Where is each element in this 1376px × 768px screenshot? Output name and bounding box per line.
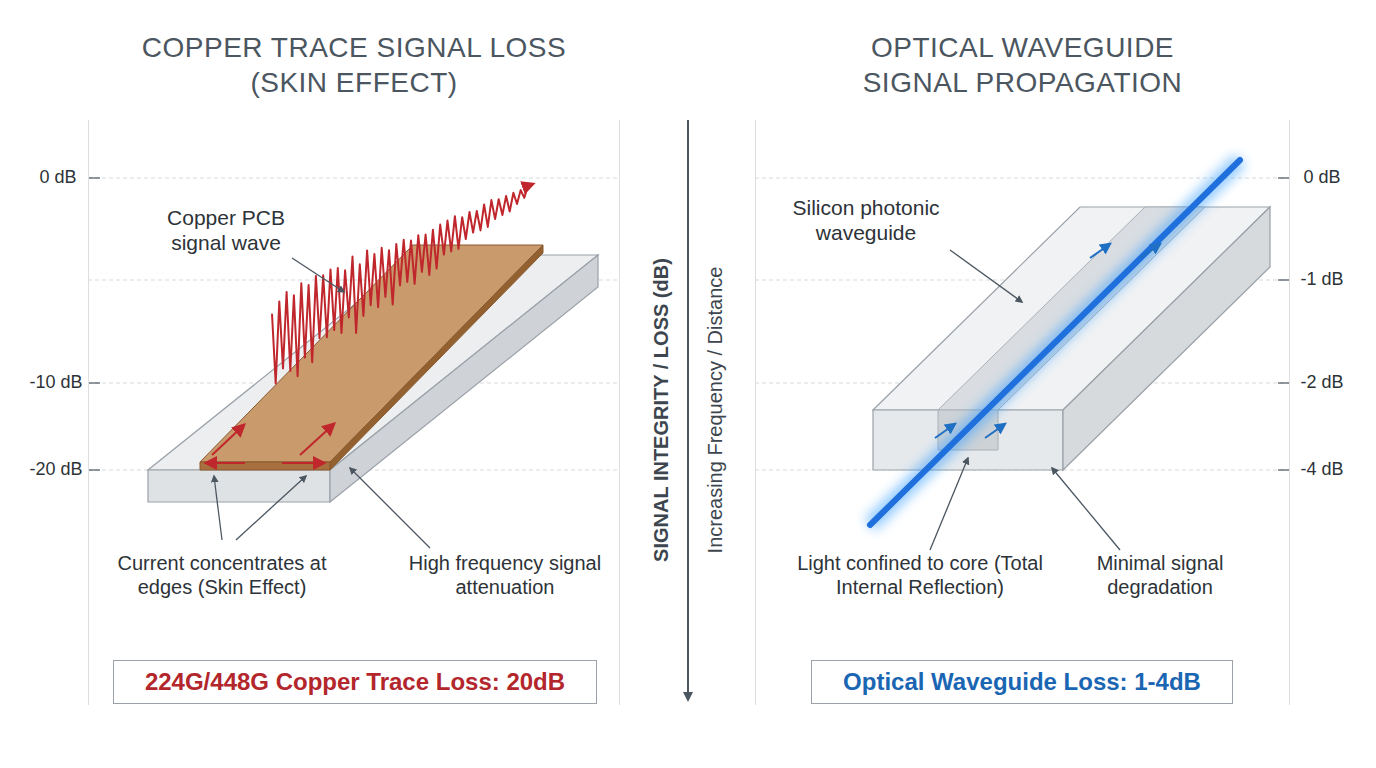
axis-label: Increasing Frequency / Distance xyxy=(703,190,727,630)
callout-label: Minimal signal degradation xyxy=(1070,551,1250,599)
current-arrow xyxy=(206,424,334,463)
callout-label: High frequency signal attenuation xyxy=(400,551,610,599)
panel-heading: COPPER TRACE SIGNAL LOSS (SKIN EFFECT) xyxy=(114,30,594,100)
callout-label: Light confined to core (Total Internal R… xyxy=(785,551,1055,599)
waveguide-block xyxy=(873,207,1270,470)
axis-arrow xyxy=(687,120,689,700)
copper-trace xyxy=(200,245,543,470)
tick-label: -1 dB xyxy=(1287,269,1357,291)
loss-box: 224G/448G Copper Trace Loss: 20dB xyxy=(113,660,597,704)
loss-box: Optical Waveguide Loss: 1-4dB xyxy=(811,660,1233,704)
loss-value: 224G/448G Copper Trace Loss: 20dB xyxy=(145,668,565,696)
tick-label: 0 dB xyxy=(1287,167,1357,189)
tick-label: 0 dB xyxy=(18,167,98,189)
callout-label: Copper PCB signal wave xyxy=(151,205,301,255)
callout-label: Silicon photonic waveguide xyxy=(781,195,951,245)
tick-label: -20 dB xyxy=(16,459,96,481)
tick-label: -4 dB xyxy=(1287,459,1357,481)
panel-heading: OPTICAL WAVEGUIDE SIGNAL PROPAGATION xyxy=(833,30,1213,100)
loss-value: Optical Waveguide Loss: 1-4dB xyxy=(843,668,1201,696)
callout-label: Current concentrates at edges (Skin Effe… xyxy=(102,551,342,599)
tick-label: -2 dB xyxy=(1287,372,1357,394)
axis-label: SIGNAL INTEGRITY / LOSS (dB) xyxy=(649,190,673,630)
signal-wave xyxy=(272,184,533,384)
tick-label: -10 dB xyxy=(16,372,96,394)
light-arrow xyxy=(935,244,1160,438)
